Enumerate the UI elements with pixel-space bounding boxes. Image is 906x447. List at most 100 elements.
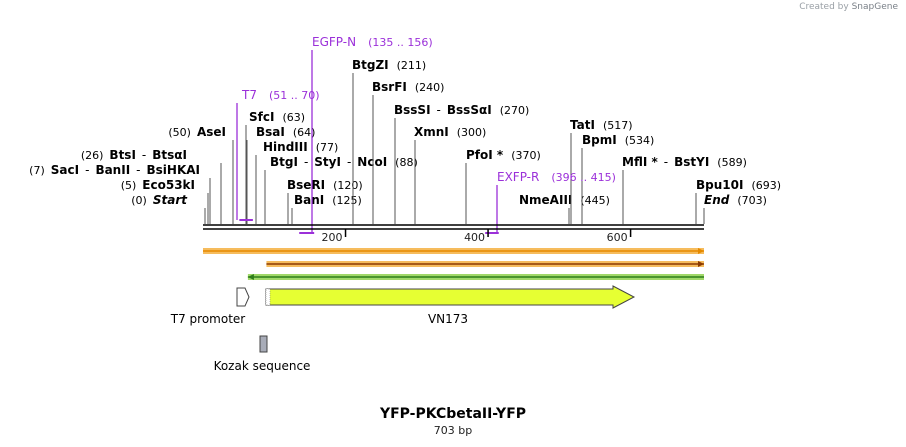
feature-label: T7 promoter — [170, 312, 246, 326]
enzyme-name: SacI — [51, 163, 79, 177]
primer-range: (396 .. 415) — [551, 171, 616, 184]
enzyme-name: - — [142, 148, 146, 162]
site-position: (50) — [168, 126, 191, 139]
site-label-bpmi[interactable]: BpmI (534) — [582, 133, 654, 147]
site-position: (26) — [81, 149, 104, 162]
site-position: (88) — [395, 156, 418, 169]
site-label-eco53ki[interactable]: (5) Eco53kI — [121, 178, 195, 192]
enzyme-name: - — [85, 163, 89, 177]
site-label-btsi[interactable]: (26) BtsI-BtsαI — [81, 148, 187, 162]
enzyme-name: BsaI — [256, 125, 285, 139]
misc-feature-box — [259, 335, 268, 353]
orf-arrowhead — [247, 274, 254, 280]
site-label-bseri[interactable]: BseRI (120) — [287, 178, 363, 192]
site-position: (125) — [332, 194, 362, 207]
credit-prefix: Created by — [799, 2, 849, 12]
site-label-btgi[interactable]: BtgI-StyI-NcoI(88) — [270, 155, 418, 169]
enzyme-name: BanII — [95, 163, 130, 177]
enzyme-name: - — [664, 155, 668, 169]
site-label-tati[interactable]: TatI (517) — [570, 118, 633, 132]
site-label-asei[interactable]: (50)AseI — [168, 125, 226, 139]
site-position: (445) — [580, 194, 610, 207]
enzyme-name: TatI — [570, 118, 595, 132]
site-label-mfli[interactable]: MflI *-BstYI (589) — [622, 155, 747, 169]
site-position: (5) — [121, 179, 137, 192]
site-label-bpu10i[interactable]: Bpu10I(693) — [696, 178, 781, 192]
primer-label-egfpn[interactable]: EGFP-N(135 .. 156) — [312, 35, 433, 49]
site-position: (64) — [293, 126, 316, 139]
site-label-bsai[interactable]: BsaI (64) — [256, 125, 315, 139]
primer-name: T7 — [241, 88, 257, 102]
site-label-bsrfi[interactable]: BsrFI(240) — [372, 80, 444, 94]
cds-start-hatch — [265, 288, 271, 306]
site-label-nmeaiii[interactable]: NmeAIII (445) — [519, 193, 610, 207]
enzyme-name: End — [704, 193, 730, 207]
snapgene-credit: Created by SnapGene — [799, 2, 898, 12]
enzyme-name: HindIII — [263, 140, 308, 154]
enzyme-name: BanI — [294, 193, 324, 207]
site-position: (120) — [333, 179, 363, 192]
site-position: (77) — [316, 141, 339, 154]
site-position: (63) — [282, 111, 305, 124]
site-position: (370) — [511, 149, 541, 162]
enzyme-name: BtgZI — [352, 58, 389, 72]
ruler-tick-label: 200 — [322, 231, 343, 244]
enzyme-name: - — [136, 163, 140, 177]
feature-kozak-sequence[interactable]: Kozak sequence — [214, 335, 311, 373]
primers: T7 (51 .. 70) EGFP-N(135 .. 156) EXFP-R(396… — [236, 35, 616, 234]
enzyme-name: BtsαI — [152, 148, 187, 162]
plasmid-name: YFP-PKCbetaII-YFP — [379, 406, 527, 422]
site-label-saci[interactable]: (7)SacI-BanII-BsiHKAI — [29, 163, 200, 177]
enzyme-name: StyI — [314, 155, 341, 169]
enzyme-name: Bpu10I — [696, 178, 743, 192]
ruler-tick-label: 600 — [607, 231, 628, 244]
enzyme-name: NmeAIII — [519, 193, 572, 207]
site-position: (517) — [603, 119, 633, 132]
site-position: (703) — [737, 194, 767, 207]
enzyme-name: MflI * — [622, 155, 658, 169]
enzyme-name: BstYI — [674, 155, 709, 169]
site-label-bani[interactable]: BanI (125) — [294, 193, 362, 207]
site-label-bsssi[interactable]: BssSI-BssSαI(270) — [394, 103, 529, 117]
enzyme-name: - — [437, 103, 441, 117]
site-position: (300) — [457, 126, 487, 139]
enzyme-name: - — [304, 155, 308, 169]
enzyme-name: XmnI — [414, 125, 449, 139]
enzyme-name: BtsI — [109, 148, 136, 162]
primer-range: (135 .. 156) — [368, 36, 433, 49]
feature-t7-promoter[interactable]: T7 promoter — [170, 287, 250, 326]
orf-arrow[interactable] — [247, 274, 704, 280]
enzyme-name: BseRI — [287, 178, 325, 192]
feature-vn173[interactable]: VN173 — [265, 285, 636, 326]
enzyme-name: BpmI — [582, 133, 617, 147]
enzyme-name: BssSαI — [447, 103, 492, 117]
enzyme-name: BtgI — [270, 155, 298, 169]
site-label-hindiii[interactable]: HindIII (77) — [263, 140, 338, 154]
enzyme-name: Eco53kI — [142, 178, 195, 192]
primer-range: (51 .. 70) — [269, 89, 320, 102]
primer-label-t7[interactable]: T7 (51 .. 70) — [241, 88, 320, 102]
feature-label: Kozak sequence — [214, 359, 311, 373]
orf-arrow[interactable] — [266, 261, 704, 267]
site-label-end[interactable]: End (703) — [704, 193, 767, 207]
site-position: (534) — [625, 134, 655, 147]
orf-arrowhead — [698, 261, 704, 267]
feature-label: VN173 — [428, 312, 468, 326]
primer-label-exfpr[interactable]: EXFP-R(396 .. 415) — [497, 170, 616, 184]
site-label-pfoi[interactable]: PfoI *(370) — [466, 148, 541, 162]
restriction-sites: (0)Start(5)Eco53kI(7)SacI-BanII-BsiHKAI(… — [29, 58, 781, 224]
ruler-tick-label: 400 — [464, 231, 485, 244]
snapgene-logo: SnapGene — [851, 2, 898, 12]
site-label-btgzi[interactable]: BtgZI(211) — [352, 58, 426, 72]
enzyme-name: SfcI — [249, 110, 274, 124]
site-position: (589) — [717, 156, 747, 169]
orf-arrow[interactable] — [203, 248, 704, 254]
site-label-sfci[interactable]: SfcI (63) — [249, 110, 305, 124]
enzyme-name: Start — [153, 193, 188, 207]
site-label-start[interactable]: (0)Start — [131, 193, 188, 207]
plasmid-length: 703 bp — [433, 424, 473, 437]
enzyme-name: BssSI — [394, 103, 431, 117]
site-label-xmni[interactable]: XmnI (300) — [414, 125, 486, 139]
enzyme-name: - — [347, 155, 351, 169]
enzyme-name: NcoI — [357, 155, 387, 169]
